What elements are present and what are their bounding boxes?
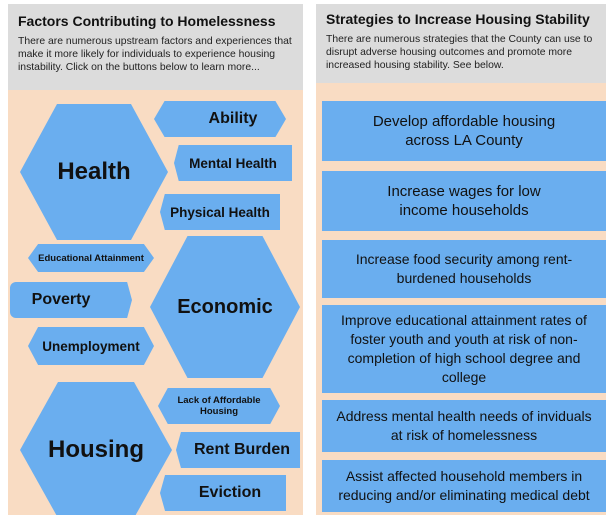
unemployment-button[interactable]: Unemployment (28, 327, 154, 365)
strategy-item: Assist affected household members in red… (322, 460, 606, 512)
lack-of-affordable-housing-button[interactable]: Lack of Affordable Housing (158, 388, 280, 424)
health-button[interactable]: Health (20, 104, 168, 240)
strategies-header: Strategies to Increase Housing Stability… (316, 4, 606, 83)
eviction-button[interactable]: Eviction (160, 475, 286, 511)
rent-burden-button[interactable]: Rent Burden (176, 432, 300, 468)
unemployment-label: Unemployment (42, 338, 140, 354)
strategies-intro: There are numerous strategies that the C… (326, 34, 593, 71)
strategy-item: Increase wages for low income households (322, 171, 606, 231)
ability-button[interactable]: Ability (154, 101, 286, 137)
housing-label: Housing (48, 436, 144, 463)
lack-of-affordable-housing-label-line2: Housing (200, 406, 238, 417)
strategies-title: Strategies to Increase Housing Stability (326, 11, 590, 27)
rent-burden-label: Rent Burden (194, 441, 290, 458)
poverty-button[interactable]: Poverty (10, 282, 132, 318)
poverty-label: Poverty (31, 291, 91, 308)
strategy-item: Improve educational attainment rates of … (322, 305, 606, 393)
strategy-item: Increase food security among rent-burden… (322, 240, 606, 298)
physical-health-label: Physical Health (170, 204, 270, 220)
educational-attainment-label: Educational Attainment (38, 252, 144, 264)
economic-button[interactable]: Economic (150, 236, 300, 378)
physical-health-button[interactable]: Physical Health (160, 194, 280, 230)
housing-button[interactable]: Housing (20, 382, 172, 515)
mental-health-button[interactable]: Mental Health (174, 145, 292, 181)
strategy-item: Develop affordable housing across LA Cou… (322, 101, 606, 161)
eviction-label: Eviction (198, 484, 262, 501)
factors-intro: There are numerous upstream factors and … (18, 36, 292, 73)
educational-attainment-button[interactable]: Educational Attainment (28, 244, 154, 272)
health-label: Health (57, 158, 131, 185)
ability-label: Ability (208, 110, 258, 127)
strategy-item: Address mental health needs of inviduals… (322, 400, 606, 452)
factors-header: Factors Contributing to Homelessness The… (8, 4, 303, 90)
economic-label: Economic (177, 295, 273, 318)
factors-title: Factors Contributing to Homelessness (18, 13, 276, 29)
factors-panel: Factors Contributing to Homelessness The… (8, 4, 303, 515)
mental-health-label: Mental Health (189, 155, 277, 171)
strategies-panel: Strategies to Increase Housing Stability… (316, 4, 606, 515)
lack-of-affordable-housing-label-line1: Lack of Affordable (177, 395, 261, 406)
